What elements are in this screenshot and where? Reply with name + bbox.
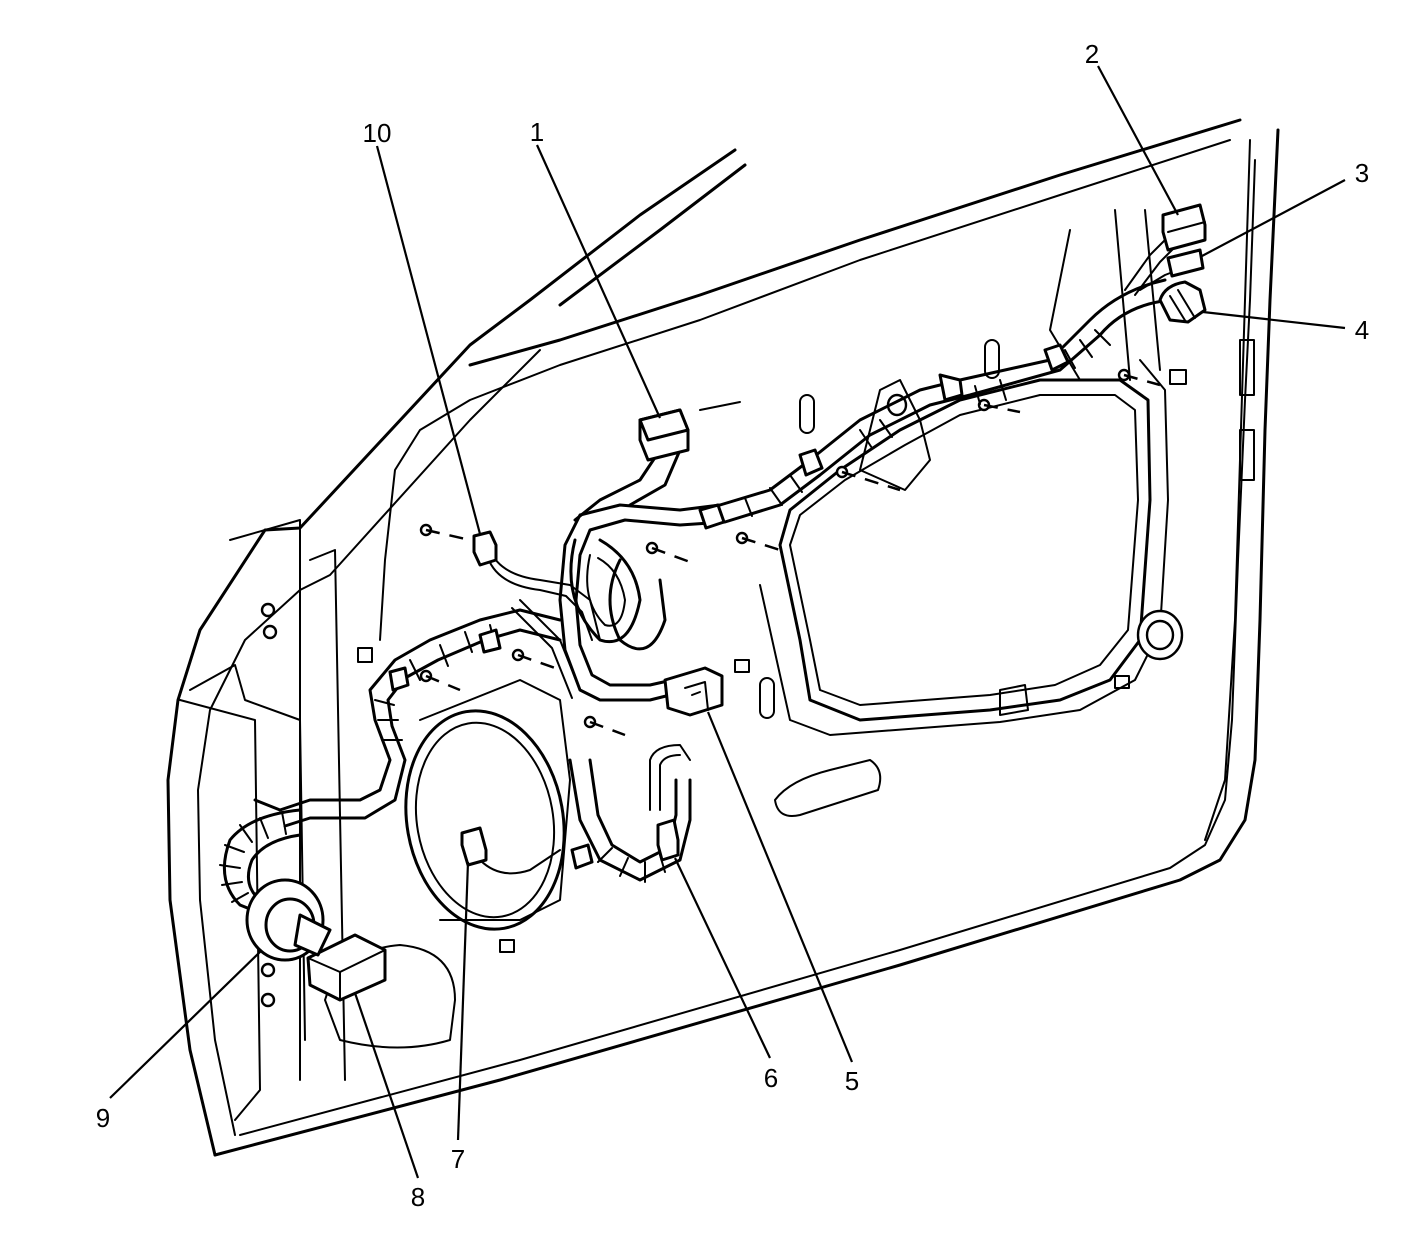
connector-7 <box>460 826 488 867</box>
callout-4: 4 <box>1355 315 1369 345</box>
connector-8 <box>306 933 387 1002</box>
callout-8: 8 <box>411 1182 425 1212</box>
callout-10: 10 <box>363 118 392 148</box>
wiring-harness <box>219 239 1179 917</box>
leader-9 <box>109 949 263 1099</box>
door-outline <box>166 118 1280 1157</box>
leader-8 <box>353 992 420 1179</box>
connector-3 <box>1166 248 1205 278</box>
connector-6 <box>656 818 680 862</box>
connector-1 <box>638 408 690 462</box>
leader-5 <box>706 711 854 1063</box>
grommet-9 <box>245 878 332 962</box>
connector-4 <box>1158 280 1207 324</box>
leader-4 <box>1202 310 1346 330</box>
connector-10 <box>472 530 498 567</box>
leader-10 <box>375 145 482 535</box>
leader-6 <box>674 857 771 1059</box>
leader-7 <box>456 861 470 1141</box>
connector-2 <box>1161 203 1207 252</box>
leader-1 <box>535 144 662 419</box>
clip-routing-lines <box>425 373 1161 737</box>
callout-3: 3 <box>1355 158 1369 188</box>
callout-6: 6 <box>764 1063 778 1093</box>
leader-lines <box>109 65 1346 1179</box>
callout-numbers: 1 2 3 4 5 6 7 8 9 10 <box>96 39 1369 1212</box>
connector-5 <box>663 666 724 717</box>
callout-2: 2 <box>1085 39 1099 69</box>
callout-1: 1 <box>530 117 544 147</box>
harness-clips <box>388 343 1070 870</box>
leader-3 <box>1201 179 1346 257</box>
callout-7: 7 <box>451 1144 465 1174</box>
callout-9: 9 <box>96 1103 110 1133</box>
callout-5: 5 <box>845 1066 859 1096</box>
leader-2 <box>1097 65 1179 216</box>
